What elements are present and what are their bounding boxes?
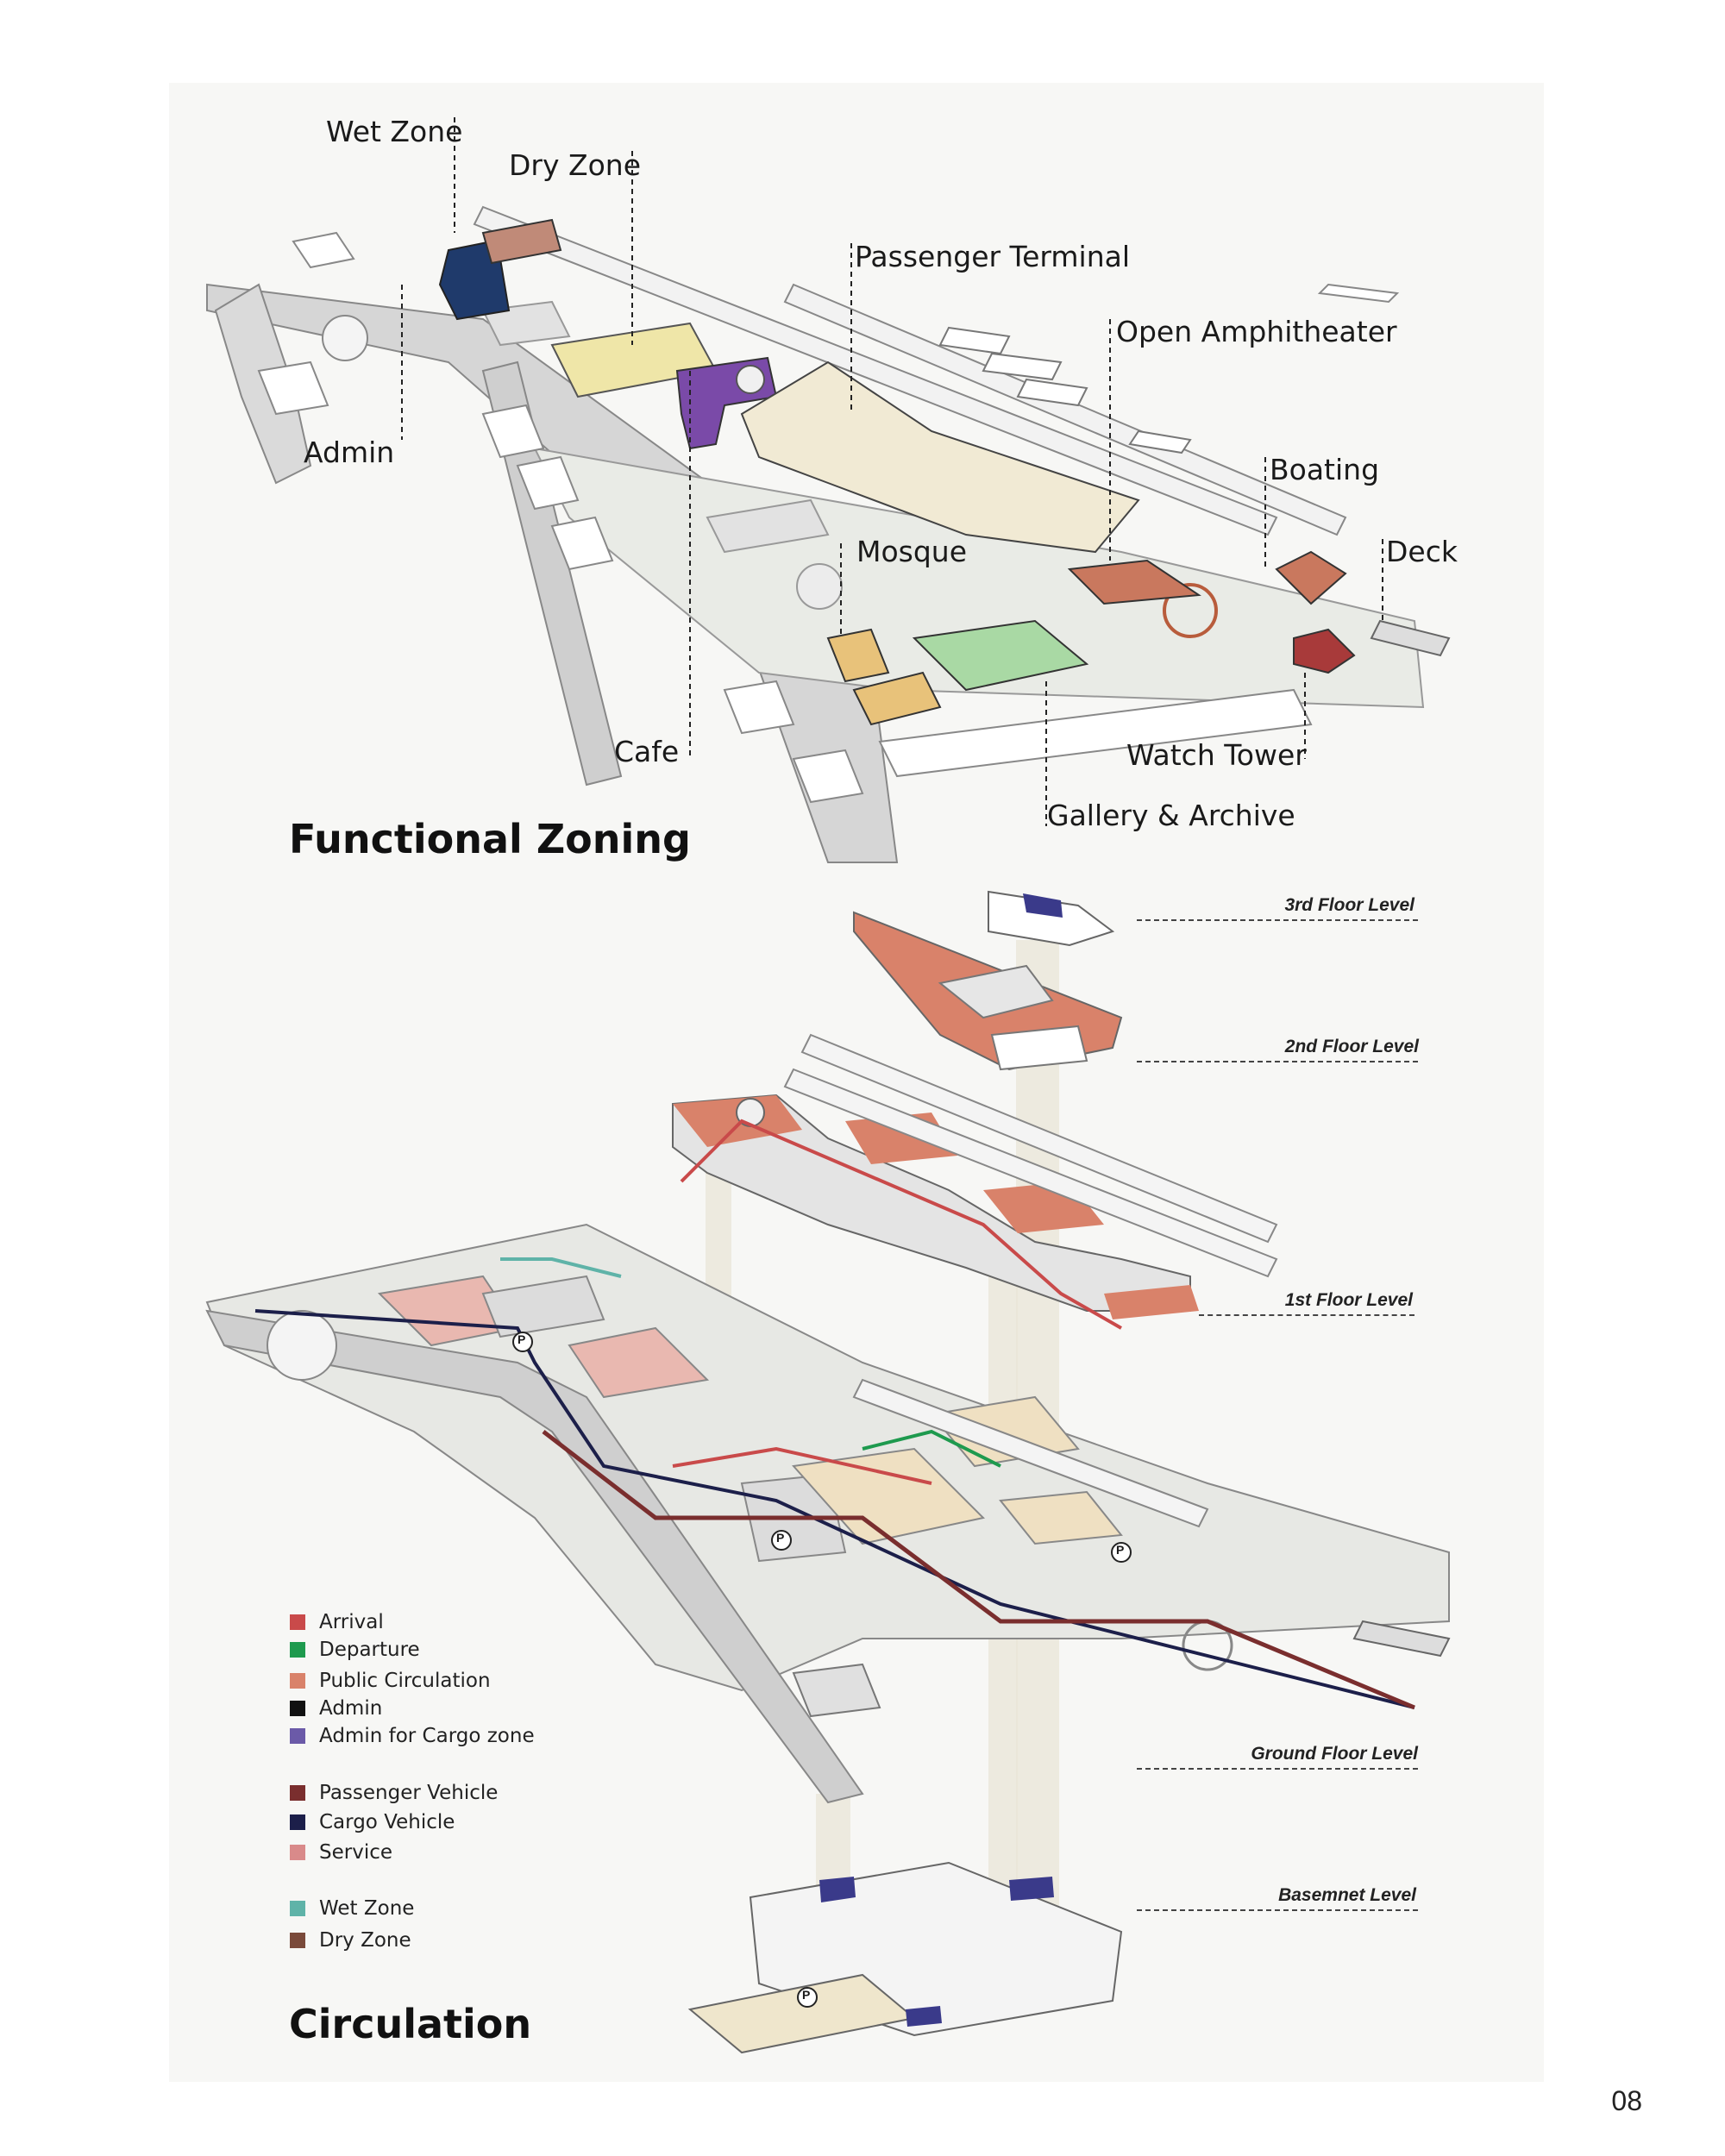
title-functional-zoning: Functional Zoning	[289, 816, 691, 862]
level-label-3rd: 3rd Floor Level	[1284, 895, 1414, 915]
parking-symbol: P	[518, 1332, 526, 1346]
label-boating: Boating	[1270, 453, 1380, 486]
legend-item-admin: Admin	[290, 1697, 382, 1720]
legend-swatch	[290, 1728, 305, 1744]
level-line-1st	[1199, 1314, 1414, 1316]
label-deck: Deck	[1386, 535, 1458, 568]
legend-swatch	[290, 1701, 305, 1716]
level-line-ground	[1137, 1768, 1418, 1770]
legend-item-arrival: Arrival	[290, 1611, 384, 1633]
label-admin: Admin	[304, 436, 395, 469]
label-wet-zone: Wet Zone	[326, 115, 463, 148]
parking-symbol: P	[802, 1988, 811, 2002]
circulation-floors	[205, 890, 1451, 2054]
label-passenger-terminal: Passenger Terminal	[855, 240, 1131, 273]
level-label-ground: Ground Floor Level	[1251, 1744, 1418, 1764]
level-label-1st: 1st Floor Level	[1284, 1290, 1413, 1310]
label-gallery-archive: Gallery & Archive	[1047, 799, 1295, 832]
legend-item-service: Service	[290, 1841, 392, 1864]
title-circulation: Circulation	[289, 2001, 532, 2047]
legend-item-departure: Departure	[290, 1639, 420, 1661]
parking-symbol: P	[776, 1531, 785, 1545]
legend-item-dry-zone: Dry Zone	[290, 1929, 411, 1952]
zoning-base-site	[206, 205, 1451, 863]
parking-symbol: P	[1116, 1543, 1125, 1557]
legend-item-passenger-vehicle: Passenger Vehicle	[290, 1782, 498, 1804]
legend-item-public-circulation: Public Circulation	[290, 1670, 491, 1692]
legend-swatch	[290, 1673, 305, 1689]
legend-swatch	[290, 1642, 305, 1658]
label-watch-tower: Watch Tower	[1126, 738, 1307, 772]
parking-symbols	[512, 1332, 1132, 2008]
legend-swatch	[290, 1785, 305, 1801]
label-open-amphitheater: Open Amphitheater	[1116, 315, 1397, 348]
level-label-2nd: 2nd Floor Level	[1284, 1037, 1419, 1056]
legend-swatch	[290, 1901, 305, 1916]
level-label-basement: Basemnet Level	[1278, 1885, 1416, 1905]
level-line-3rd	[1137, 919, 1418, 921]
label-cafe: Cafe	[614, 735, 680, 768]
legend-swatch	[290, 1845, 305, 1860]
legend-item-cargo-vehicle: Cargo Vehicle	[290, 1811, 455, 1833]
zoning-buildings	[438, 218, 1356, 726]
level-line-basement	[1137, 1909, 1418, 1911]
zoning-leader-lines	[401, 117, 1383, 826]
page-number: 08	[1611, 2085, 1642, 2116]
label-mosque: Mosque	[856, 535, 968, 568]
legend-swatch	[290, 1933, 305, 1948]
legend-swatch	[290, 1614, 305, 1630]
legend-swatch	[290, 1814, 305, 1830]
label-dry-zone: Dry Zone	[509, 148, 642, 182]
legend-item-wet-zone: Wet Zone	[290, 1897, 414, 1920]
legend-item-admin-cargo: Admin for Cargo zone	[290, 1725, 535, 1747]
level-line-2nd	[1137, 1061, 1418, 1062]
